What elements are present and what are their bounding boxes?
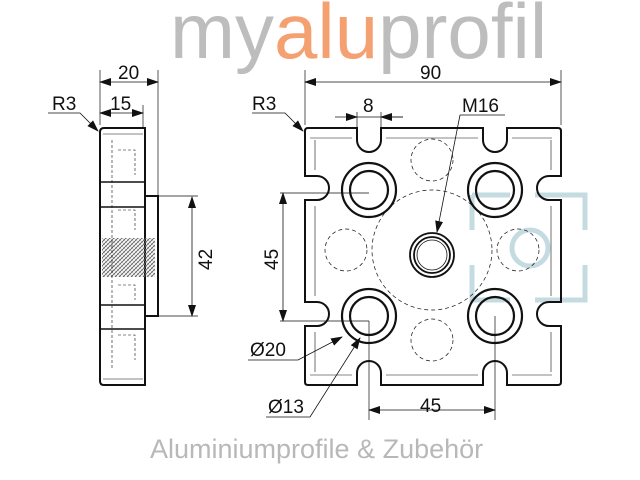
side-view	[48, 70, 198, 386]
dim-hole-diameter: Ø13	[268, 397, 304, 418]
dim-counterbore: Ø20	[250, 340, 286, 361]
dim-hole-spacing-vertical: 45	[262, 249, 283, 270]
dim-slot-width: 8	[363, 96, 374, 117]
dim-hole-spacing-horizontal: 45	[420, 396, 441, 417]
dim-radius-front: R3	[252, 94, 276, 115]
dim-width: 90	[420, 63, 441, 84]
thread-hatch	[102, 238, 155, 277]
dim-radius-side: R3	[52, 94, 76, 115]
dim-width-total: 20	[118, 63, 139, 84]
watermark-brand: myaluprofil	[170, 0, 547, 75]
dim-boss-height: 42	[196, 249, 217, 270]
dim-width-body: 15	[110, 94, 131, 115]
front-view	[248, 70, 562, 420]
dim-thread: M16	[462, 96, 499, 117]
watermark-tagline: Aluminiumprofile & Zubehör	[150, 434, 483, 464]
m16-thread-hole	[409, 232, 455, 278]
watermark: myaluprofil Aluminiumprofile & Zubehör	[150, 0, 547, 464]
logo-icon	[469, 192, 588, 303]
